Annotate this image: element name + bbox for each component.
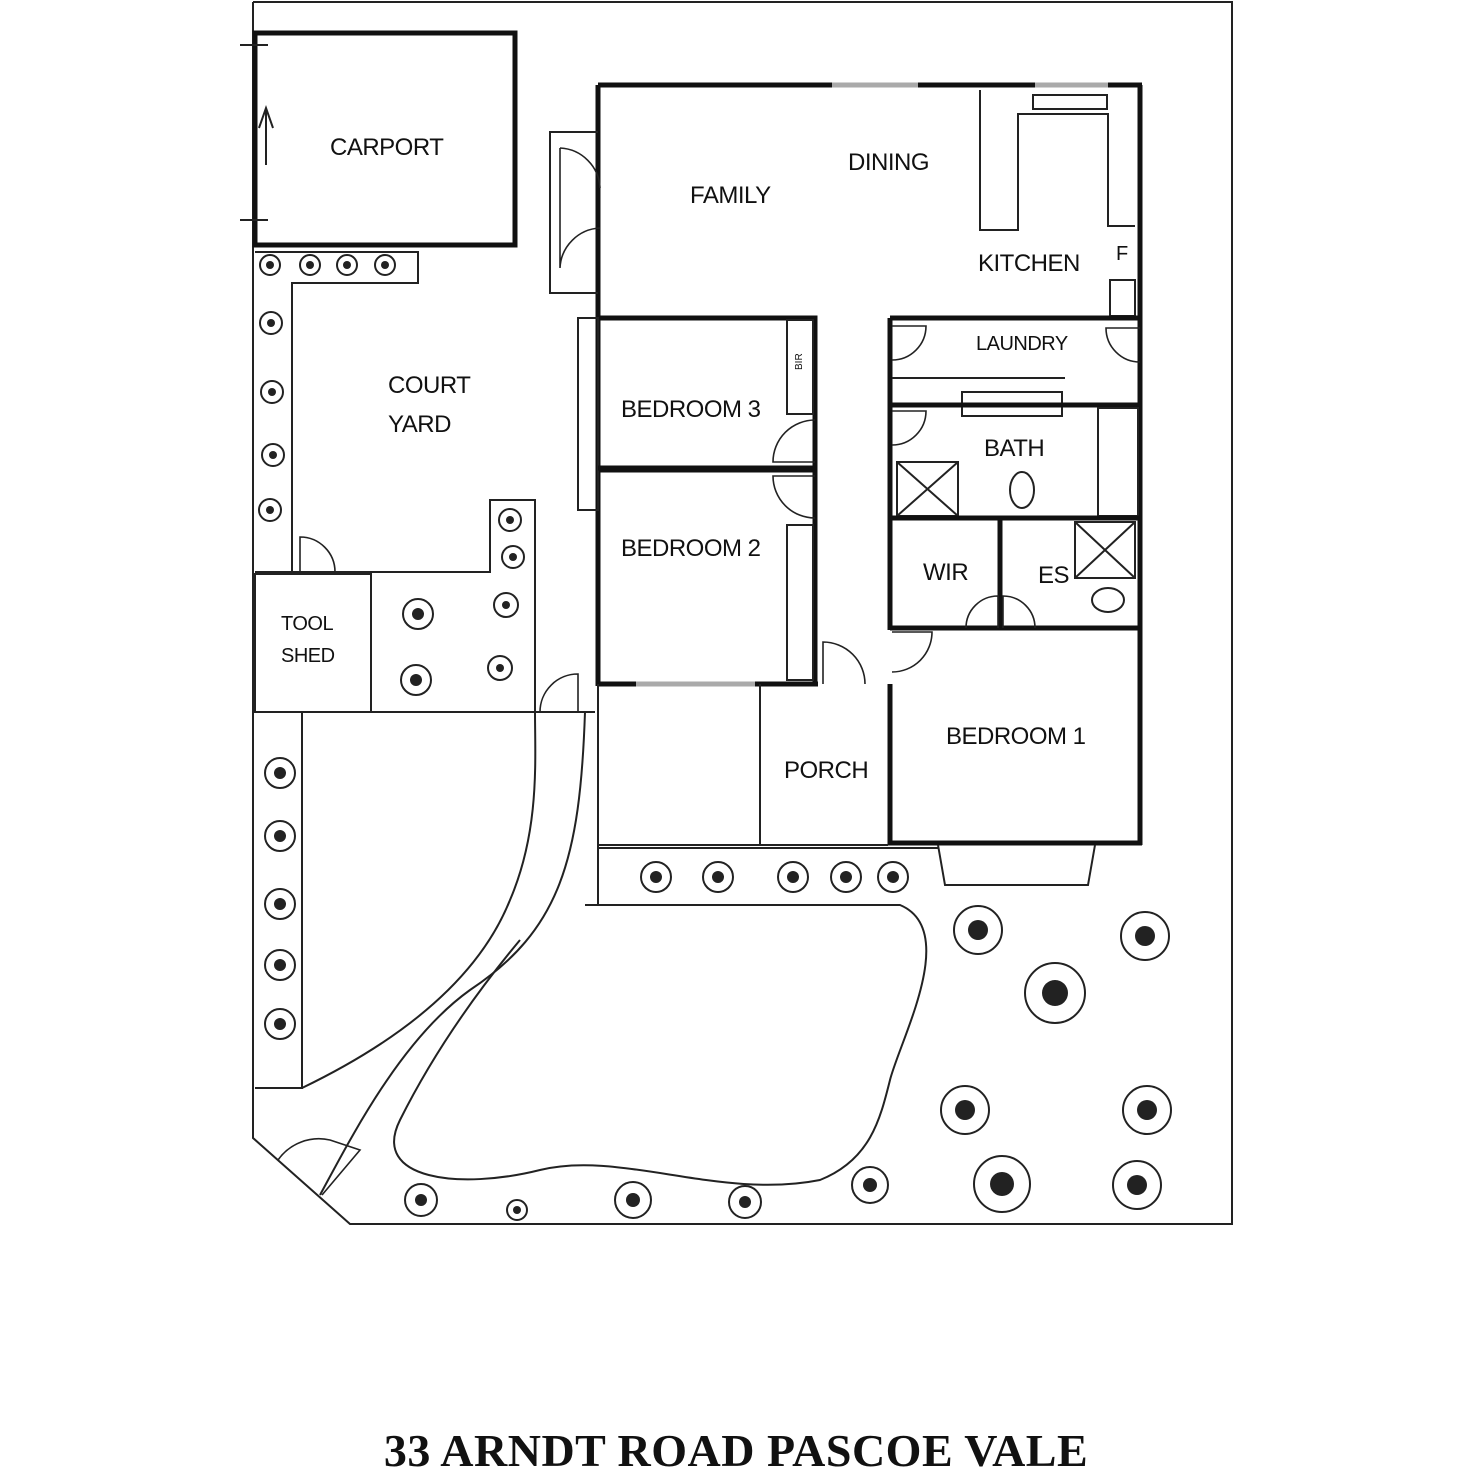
carport-label: CARPORT bbox=[330, 134, 444, 161]
bedroom-1-door bbox=[891, 631, 933, 673]
courtyard-fence bbox=[255, 251, 419, 572]
toilet-2 bbox=[1091, 587, 1125, 613]
bedroom-2-door bbox=[772, 475, 816, 519]
robe-label: BIR bbox=[794, 353, 805, 370]
courtyard-fence bbox=[255, 499, 536, 712]
fridge-label: F bbox=[1116, 243, 1128, 265]
driveway-arrow-icon bbox=[258, 104, 274, 165]
bedroom-3-robe bbox=[786, 319, 814, 415]
tool-shed-outline bbox=[254, 573, 372, 713]
laundry-label: LAUNDRY bbox=[976, 333, 1068, 355]
lawn-outline bbox=[393, 904, 928, 1186]
garden-path-edge bbox=[585, 845, 599, 906]
carport-outline bbox=[252, 30, 518, 248]
front-gate bbox=[277, 1137, 362, 1196]
courtyard-door bbox=[299, 536, 336, 573]
wir-label: WIR bbox=[923, 559, 968, 586]
address-title: 33 ARNDT ROAD PASCOE VALE bbox=[384, 1425, 1088, 1472]
bedroom-2-walls bbox=[598, 465, 818, 684]
bedroom-3-window bbox=[577, 317, 599, 511]
bath-label: BATH bbox=[984, 435, 1044, 462]
family-doors bbox=[559, 147, 601, 269]
bedroom-1-label: BEDROOM 1 bbox=[946, 723, 1086, 750]
bedroom-3-door bbox=[772, 419, 816, 463]
laundry-door bbox=[891, 325, 927, 361]
laundry-exit-door bbox=[1105, 327, 1141, 363]
porch-label: PORCH bbox=[784, 757, 868, 784]
es-door bbox=[1002, 595, 1036, 629]
bedroom-3-label: BEDROOM 3 bbox=[621, 396, 761, 423]
shrub-texture bbox=[266, 261, 1157, 1214]
kitchen-label: KITCHEN bbox=[978, 250, 1080, 277]
bedroom-3-walls bbox=[598, 315, 818, 473]
bedroom-2-exit-door bbox=[822, 641, 866, 685]
tool-shed-label-line2: SHED bbox=[281, 645, 335, 667]
tool-shed-label-line1: TOOL bbox=[281, 613, 333, 635]
shower-2 bbox=[1074, 521, 1136, 579]
dining-label: DINING bbox=[848, 149, 929, 176]
bedroom-2-label: BEDROOM 2 bbox=[621, 535, 761, 562]
site-boundary bbox=[252, 1, 1233, 1225]
courtyard-label-line1: COURT bbox=[388, 372, 471, 399]
courtyard-label-line2: YARD bbox=[388, 411, 451, 438]
family-label: FAMILY bbox=[690, 182, 771, 209]
cooktop bbox=[1032, 94, 1108, 110]
bathtub bbox=[1097, 407, 1139, 517]
wir-door bbox=[965, 595, 999, 629]
kitchen-bench bbox=[979, 90, 1135, 231]
bedroom-2-robe bbox=[786, 524, 814, 681]
garden-path bbox=[301, 711, 537, 1089]
garden-path bbox=[319, 711, 586, 1196]
side-gate bbox=[539, 673, 579, 713]
shower-1 bbox=[896, 461, 959, 517]
front-garden bbox=[597, 684, 760, 846]
bath-door bbox=[891, 410, 927, 446]
toilet-1 bbox=[1009, 471, 1035, 509]
ensuite-label: ES bbox=[1038, 562, 1069, 589]
bay-window bbox=[937, 844, 1096, 886]
family-side-bay bbox=[549, 131, 598, 294]
fridge-space bbox=[1109, 279, 1136, 317]
